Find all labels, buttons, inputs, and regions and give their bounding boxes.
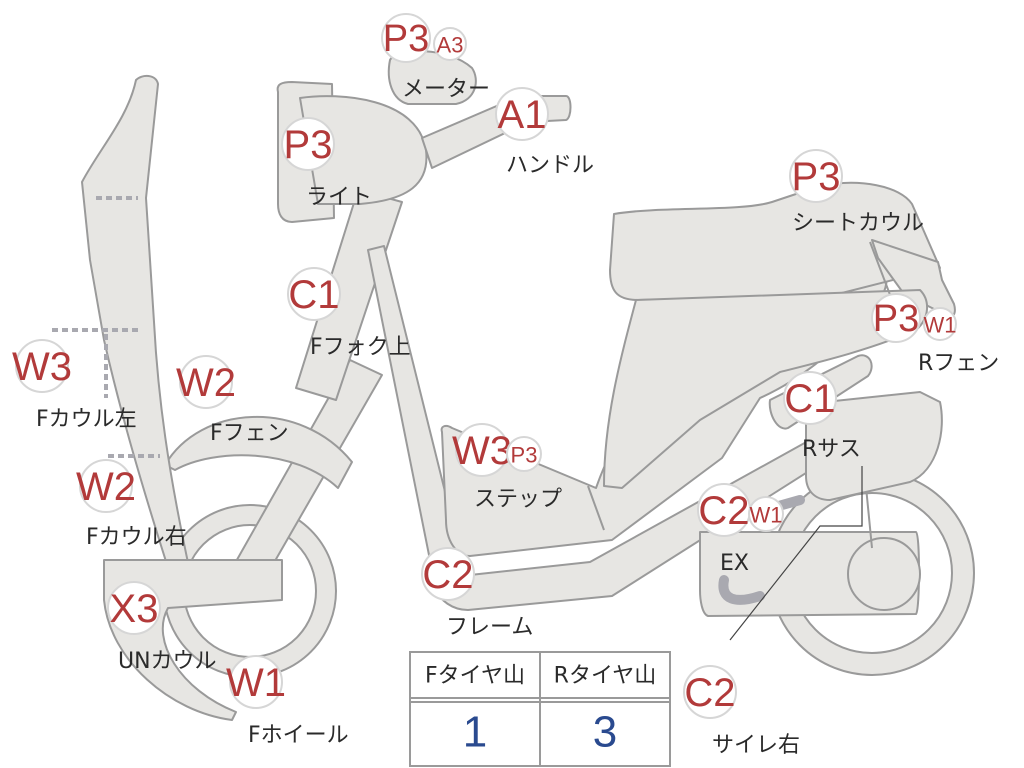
- step-code: W3: [452, 429, 512, 473]
- un-cowl-code: X3: [110, 587, 159, 631]
- r-fender-marker: P3 W1 Rフェン: [871, 293, 999, 376]
- ex-marker: C2 W1 EX: [697, 483, 784, 576]
- f-fender-marker: W2 Fフェン: [176, 355, 289, 446]
- f-cowl-left-label: Fカウル左: [36, 407, 137, 432]
- handle-label: ハンドル: [506, 153, 594, 178]
- r-fender-label: Rフェン: [918, 351, 999, 376]
- handle-code-badge: [495, 87, 549, 141]
- r-sus-marker: C1 Rサス: [783, 371, 861, 462]
- f-fork-upper-code: C1: [288, 273, 339, 317]
- seat-cowl-code-badge: [789, 149, 843, 203]
- f-fender-code-badge: [179, 355, 233, 409]
- r-sus-code-badge: [783, 371, 837, 425]
- f-wheel-code-badge: [229, 655, 283, 709]
- f-cowl-left-marker: W3 Fカウル左: [12, 339, 137, 432]
- f-fork-upper-code-badge: [287, 267, 341, 321]
- f-fork-upper-label: Fフォク上: [310, 335, 411, 360]
- rear-tire-value: 3: [593, 708, 617, 757]
- scooter-illustration: [52, 50, 975, 721]
- rear-hub: [847, 537, 921, 611]
- f-fender-code: W2: [176, 361, 236, 405]
- frame-marker: C2 フレーム: [421, 547, 533, 640]
- meter-code-2: A3: [437, 33, 464, 58]
- r-sus-label: Rサス: [802, 437, 861, 462]
- frame-code: C2: [422, 553, 473, 597]
- seat-cowl-code: P3: [792, 155, 841, 199]
- rear-tire-header: Rタイヤ山: [554, 664, 657, 689]
- un-cowl-code-badge: [107, 581, 161, 635]
- meter-code: P3: [383, 18, 429, 60]
- f-fender-label: Fフェン: [210, 421, 289, 446]
- body-seam: [869, 241, 893, 301]
- tire-tread-table: Fタイヤ山 Rタイヤ山 1 3: [409, 651, 671, 767]
- silencer-right-code-badge: [683, 665, 737, 719]
- r-fender-code: P3: [873, 298, 919, 340]
- step-marker: W3 P3 ステップ: [452, 423, 562, 512]
- muffler: [805, 391, 943, 501]
- front-tire-header: Fタイヤ山: [425, 664, 525, 689]
- part-labels: P3 A3 メーター A1 ハンドル P3 ライト P3 シートカウル C1 F…: [12, 13, 999, 758]
- f-wheel-label: Fホイール: [248, 723, 349, 748]
- f-cowl-left-code: W3: [12, 345, 72, 389]
- step-code-badge-2: [506, 436, 542, 472]
- seat: [609, 181, 941, 301]
- front-tire-value: 1: [463, 708, 487, 757]
- silencer-leader: [729, 466, 863, 641]
- f-wheel-code: W1: [226, 661, 286, 705]
- silencer-right-code: C2: [684, 671, 735, 715]
- step-code-2: P3: [511, 443, 538, 468]
- f-fork-upper-marker: C1 Fフォク上: [287, 267, 411, 360]
- light-code-badge: [281, 117, 335, 171]
- f-cowl-right-code-badge: [79, 459, 133, 513]
- f-wheel-marker: W1 Fホイール: [226, 655, 349, 748]
- ex-code: C2: [698, 489, 749, 533]
- f-cowl-right-code: W2: [76, 465, 136, 509]
- light-marker: P3 ライト: [281, 117, 372, 210]
- meter-code-badge: [381, 13, 431, 63]
- meter-marker: P3 A3 メーター: [381, 13, 490, 102]
- ex-code-2: W1: [750, 503, 783, 528]
- silencer-right-marker: C2 サイレ右: [683, 665, 800, 758]
- light-code: P3: [284, 123, 333, 167]
- frame-label: フレーム: [446, 615, 533, 640]
- seat-cowl-marker: P3 シートカウル: [789, 149, 924, 236]
- r-sus-code: C1: [784, 377, 835, 421]
- light-label: ライト: [306, 185, 372, 210]
- un-cowl-label: UNカウル: [118, 649, 217, 674]
- handle-code: A1: [498, 93, 547, 137]
- step-label: ステップ: [474, 487, 562, 512]
- ex-label: EX: [720, 551, 749, 576]
- r-fender-code-badge: [871, 293, 921, 343]
- meter-label: メーター: [402, 77, 490, 102]
- un-cowl-marker: X3 UNカウル: [107, 581, 217, 674]
- f-cowl-right-label: Fカウル右: [86, 525, 187, 550]
- f-cowl-right-marker: W2 Fカウル右: [76, 459, 187, 550]
- handle-marker: A1 ハンドル: [495, 87, 594, 178]
- front-cowl: [81, 74, 191, 575]
- ex-code-badge-2: [748, 496, 784, 532]
- front-fender: [164, 416, 353, 489]
- r-fender-code-2: W1: [924, 313, 957, 338]
- step-seam: [587, 485, 605, 531]
- meter-code-badge-2: [433, 27, 467, 61]
- f-cowl-left-code-badge: [15, 339, 69, 393]
- seat-cowl-label: シートカウル: [792, 211, 924, 236]
- silencer-right-label: サイレ右: [712, 733, 800, 758]
- r-fender-code-badge-2: [923, 307, 957, 341]
- frame-code-badge: [421, 547, 475, 601]
